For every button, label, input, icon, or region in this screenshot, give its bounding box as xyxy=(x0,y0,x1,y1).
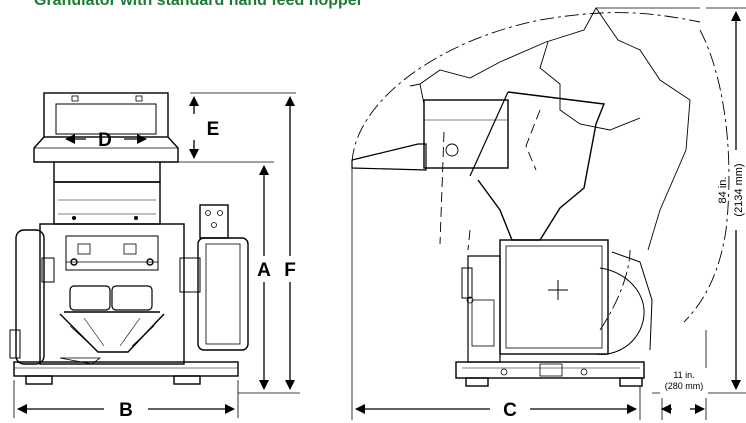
dim-label-b: B xyxy=(119,400,133,421)
diagram-title: Granulator with standard hand feed hoppe… xyxy=(34,0,363,9)
clearance-label-mm: (280 mm) xyxy=(665,381,704,391)
front-view xyxy=(9,92,249,385)
height-label-in: 84 in. xyxy=(717,177,729,204)
front-dimensions xyxy=(13,92,300,418)
height-label-mm: (2134 mm) xyxy=(733,163,745,216)
side-dimensions xyxy=(351,7,746,420)
clearance-label-bg xyxy=(660,368,708,398)
dim-label-f: F xyxy=(284,260,296,281)
clearance-label-in: 11 in. xyxy=(673,370,694,380)
side-view xyxy=(351,7,730,387)
dim-label-d: D xyxy=(98,130,112,151)
dim-label-c: C xyxy=(503,400,517,421)
dim-label-a: A xyxy=(257,260,271,281)
dim-label-e: E xyxy=(207,119,220,140)
